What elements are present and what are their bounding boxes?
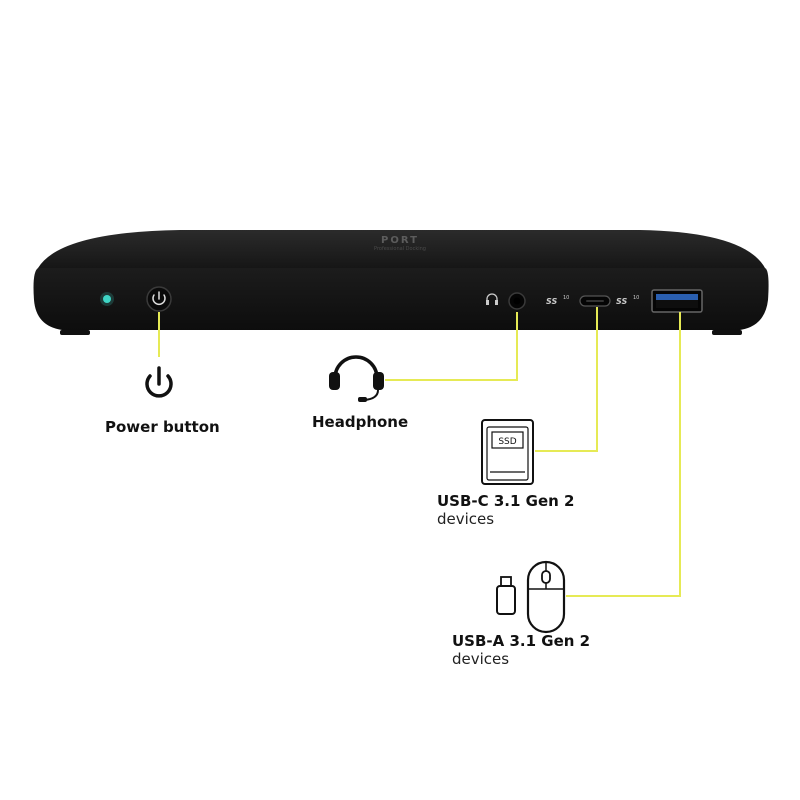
- usb-c-label: USB-C 3.1 Gen 2: [437, 492, 575, 510]
- ssd-icon-text: SSD: [498, 437, 516, 447]
- status-led: [103, 295, 111, 303]
- dock-foot-left: [60, 330, 90, 335]
- ssd-icon: SSD: [481, 419, 534, 485]
- usb-a-connector-line: [566, 312, 681, 597]
- dock-logo-subtext: Professional Docking: [374, 246, 426, 252]
- docking-station: PORT Professional Docking SS 10 SS 10: [33, 230, 769, 335]
- usb-a-label: USB-A 3.1 Gen 2: [452, 632, 591, 650]
- usb-c-sublabel: devices: [437, 510, 495, 528]
- usb-a-port[interactable]: [651, 289, 703, 313]
- superspeed-logo-a: SS: [616, 297, 627, 306]
- dock-front-panel: [33, 268, 769, 330]
- dock-top-surface: [38, 230, 765, 268]
- usb-c-connector-line: [535, 307, 598, 452]
- mouse-icon: [526, 560, 566, 634]
- headphone-jack[interactable]: [508, 292, 526, 310]
- power-icon: [145, 366, 173, 398]
- headphone-port-icon: [486, 293, 498, 305]
- headphone-connector-line: [385, 312, 518, 381]
- superspeed-logo-c: SS: [546, 297, 557, 306]
- status-led-glow: [100, 292, 114, 306]
- usb-a-sublabel: devices: [452, 650, 510, 668]
- superspeed-10-c: 10: [563, 295, 569, 301]
- connector-lines: [158, 307, 681, 597]
- dock-logo: PORT: [381, 235, 419, 246]
- usb-c-port[interactable]: [579, 295, 611, 307]
- superspeed-10-a: 10: [633, 295, 639, 301]
- dock-foot-right: [712, 330, 742, 335]
- headset-icon: [329, 355, 384, 402]
- headphone-label: Headphone: [312, 413, 409, 431]
- dock-power-button[interactable]: [146, 286, 172, 312]
- power-button-label: Power button: [105, 418, 220, 436]
- usb-stick-icon: [496, 576, 516, 615]
